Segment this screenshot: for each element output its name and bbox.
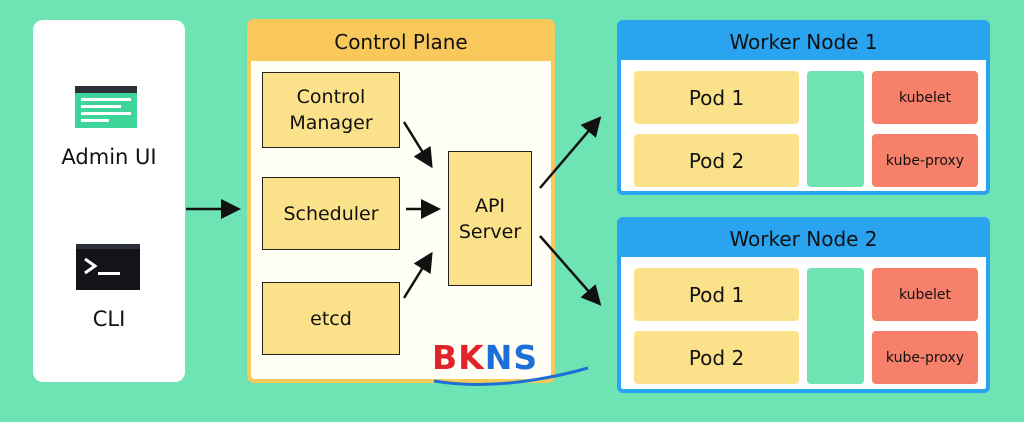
- arrow-api-to-worker-1: [539, 116, 602, 189]
- control-manager-line1: Control: [296, 86, 366, 108]
- worker-1-pod-1: Pod 1: [634, 71, 799, 124]
- arrow-etcd-to-api: [402, 251, 433, 299]
- admin-ui-label: Admin UI: [61, 145, 157, 169]
- worker-1-pod-2: Pod 2: [634, 134, 799, 187]
- scheduler-box: Scheduler: [262, 177, 400, 250]
- cli-label: CLI: [92, 307, 126, 331]
- terminal-icon: [76, 244, 140, 290]
- api-server-line1: API: [474, 194, 506, 217]
- worker-1-kube-proxy: kube-proxy: [872, 134, 978, 187]
- bkns-logo: BKNS: [432, 338, 592, 388]
- control-manager-line2: Manager: [289, 112, 373, 134]
- bkns-logo-text: BKNS: [432, 338, 538, 378]
- worker-2-kube-proxy: kube-proxy: [872, 331, 978, 384]
- scheduler-label: Scheduler: [283, 202, 379, 225]
- bkns-logo-part2: NS: [484, 338, 539, 377]
- worker-node-1: Worker Node 1 Pod 1 Pod 2 kubelet kube-p…: [617, 20, 990, 195]
- clients-panel: Admin UI CLI: [33, 20, 185, 382]
- arrow-control-manager-to-api: [402, 121, 433, 169]
- control-manager-box: Control Manager: [262, 72, 400, 148]
- api-server-box: API Server: [448, 151, 532, 286]
- bkns-logo-part1: BK: [432, 338, 485, 377]
- browser-window-icon: [75, 86, 137, 128]
- etcd-label: etcd: [310, 307, 352, 330]
- worker-1-kubelet: kubelet: [872, 71, 978, 124]
- worker-2-kubelet: kubelet: [872, 268, 978, 321]
- worker-node-2: Worker Node 2 Pod 1 Pod 2 kubelet kube-p…: [617, 217, 990, 393]
- bkns-logo-swoosh: [433, 366, 589, 386]
- api-server-line2: Server: [458, 220, 522, 243]
- worker-2-pod-1: Pod 1: [634, 268, 799, 321]
- arrow-api-to-worker-2: [539, 235, 602, 306]
- worker-node-1-title: Worker Node 1: [621, 24, 986, 60]
- control-plane: Control Plane Control Manager Scheduler …: [247, 19, 555, 383]
- etcd-box: etcd: [262, 282, 400, 355]
- worker-2-container-runtime: [807, 268, 864, 384]
- control-plane-title: Control Plane: [251, 23, 551, 61]
- worker-node-2-title: Worker Node 2: [621, 221, 986, 257]
- worker-1-container-runtime: [807, 71, 864, 187]
- worker-2-pod-2: Pod 2: [634, 331, 799, 384]
